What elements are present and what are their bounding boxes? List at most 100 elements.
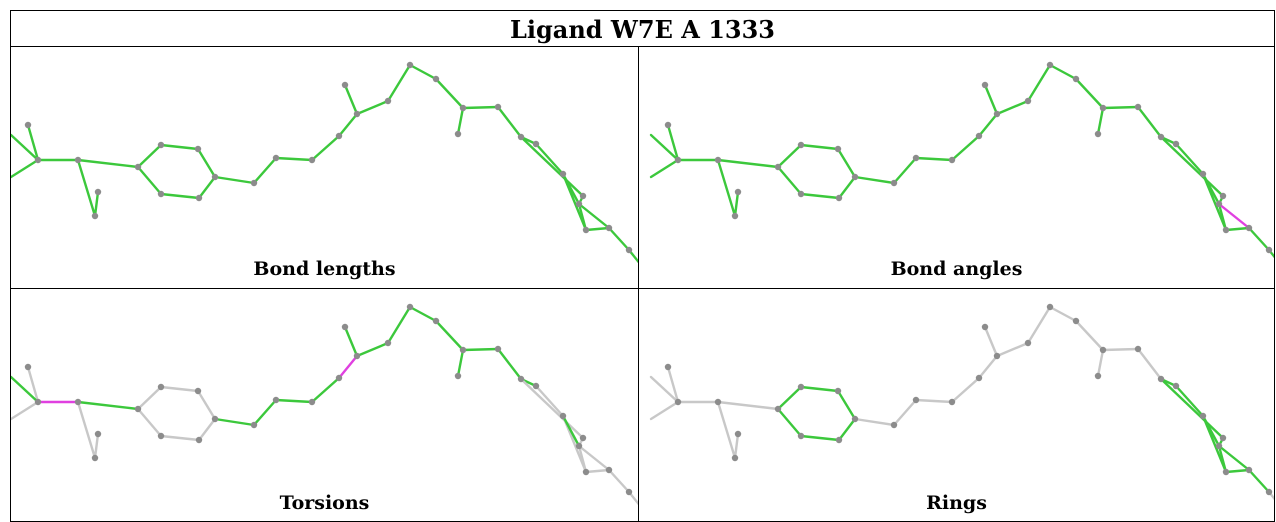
atom	[993, 352, 1001, 360]
bond	[1074, 319, 1105, 352]
bond	[561, 172, 581, 206]
atom	[94, 188, 102, 196]
bond	[456, 348, 465, 378]
panel-bond-angles: Bond angles	[639, 47, 1274, 289]
atom	[714, 398, 722, 406]
atom	[34, 156, 42, 164]
bond	[799, 143, 840, 151]
bond	[892, 156, 918, 185]
atom	[1072, 317, 1080, 325]
bond	[1096, 348, 1105, 378]
atom	[674, 156, 682, 164]
bonds-group	[649, 305, 1274, 501]
bond	[355, 99, 390, 116]
atoms-group	[664, 303, 1273, 496]
atom	[532, 140, 540, 148]
atom	[734, 188, 742, 196]
bond	[983, 83, 999, 116]
bond	[950, 134, 981, 162]
atom	[432, 75, 440, 83]
bond	[1026, 305, 1052, 345]
atom	[975, 132, 983, 140]
molecule-bond-lengths	[11, 61, 638, 264]
bond	[434, 319, 465, 352]
molecule-torsions	[11, 303, 638, 506]
caption-rings: Rings	[926, 492, 987, 514]
bond	[1096, 106, 1105, 136]
atom	[1172, 382, 1180, 390]
bond	[607, 468, 631, 494]
bond	[11, 158, 40, 179]
bonds-group	[649, 63, 1274, 259]
bond	[196, 147, 217, 179]
atom	[575, 442, 583, 450]
bond	[666, 365, 680, 404]
atom	[1172, 140, 1180, 148]
atom	[890, 179, 898, 187]
atom	[432, 317, 440, 325]
bond	[733, 190, 740, 218]
atom	[308, 156, 316, 164]
atom	[1046, 303, 1054, 311]
atom	[384, 339, 392, 347]
panel-bond-lengths: Bond lengths	[11, 47, 639, 289]
atom	[34, 398, 42, 406]
atom	[1046, 61, 1054, 69]
bond	[649, 133, 680, 162]
bond	[519, 135, 585, 198]
atom	[532, 382, 540, 390]
bond	[1048, 63, 1078, 81]
bond	[853, 175, 896, 185]
atom	[582, 468, 590, 476]
molecule-rings	[649, 303, 1274, 501]
atom	[1157, 133, 1165, 141]
atom	[981, 323, 989, 331]
bond	[995, 99, 1030, 116]
bond	[577, 444, 611, 472]
atom	[1099, 346, 1107, 354]
bond	[853, 417, 896, 427]
atom	[1215, 442, 1223, 450]
bond	[408, 305, 438, 323]
bond	[995, 341, 1030, 358]
atom	[1219, 192, 1227, 200]
atom	[1024, 97, 1032, 105]
bond	[136, 385, 163, 411]
bond	[914, 156, 954, 162]
bond	[836, 147, 857, 179]
bond	[274, 398, 314, 404]
atom	[664, 363, 672, 371]
bond	[461, 105, 500, 110]
bond	[1136, 347, 1163, 381]
bond	[716, 400, 737, 460]
bond	[337, 112, 359, 138]
atom	[195, 436, 203, 444]
atom	[1245, 224, 1253, 232]
validation-table: Ligand W7E A 1333 Bond lengths Bond angl…	[10, 10, 1275, 522]
bond	[914, 398, 954, 404]
bond	[252, 156, 278, 185]
atom	[459, 346, 467, 354]
atom	[91, 454, 99, 462]
atom	[211, 415, 219, 423]
bond	[343, 83, 359, 116]
caption-torsions: Torsions	[279, 492, 370, 514]
atom	[517, 375, 525, 383]
bonds-group	[11, 63, 638, 264]
bond	[1174, 142, 1205, 176]
bond	[716, 400, 780, 411]
atom	[975, 374, 983, 382]
atom	[625, 246, 633, 254]
bond	[76, 400, 97, 460]
atom	[459, 104, 467, 112]
bond	[496, 347, 523, 381]
atom	[890, 421, 898, 429]
atom	[731, 212, 739, 220]
atom	[341, 323, 349, 331]
atom	[1222, 468, 1230, 476]
atom	[195, 194, 203, 202]
bond	[1217, 202, 1251, 230]
bond	[136, 165, 163, 196]
atom	[1024, 339, 1032, 347]
bond	[716, 158, 780, 169]
